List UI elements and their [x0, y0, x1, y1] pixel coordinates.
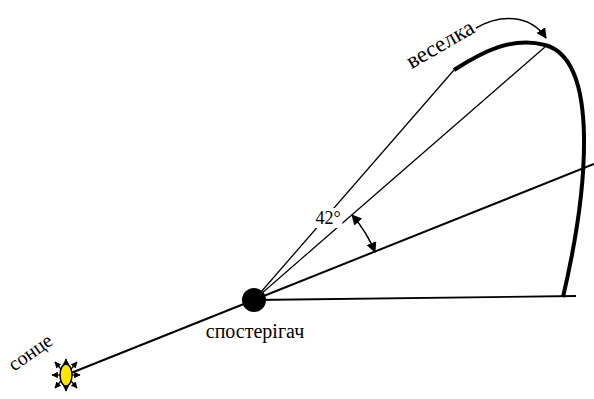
sun-ray-line: [66, 164, 594, 375]
sun-label: сонце: [4, 330, 56, 375]
horizon-line: [254, 296, 576, 300]
sight-line: [254, 47, 545, 300]
sun-symbol: [52, 359, 80, 391]
angle-arc: [352, 215, 375, 252]
observer-label: спостерігач: [206, 321, 304, 341]
angle-label: 42°: [313, 208, 342, 228]
rainbow-arc: [454, 42, 584, 297]
sight-line: [254, 70, 454, 300]
observer-dot: [242, 288, 266, 312]
pointer-arrow: [476, 19, 546, 38]
